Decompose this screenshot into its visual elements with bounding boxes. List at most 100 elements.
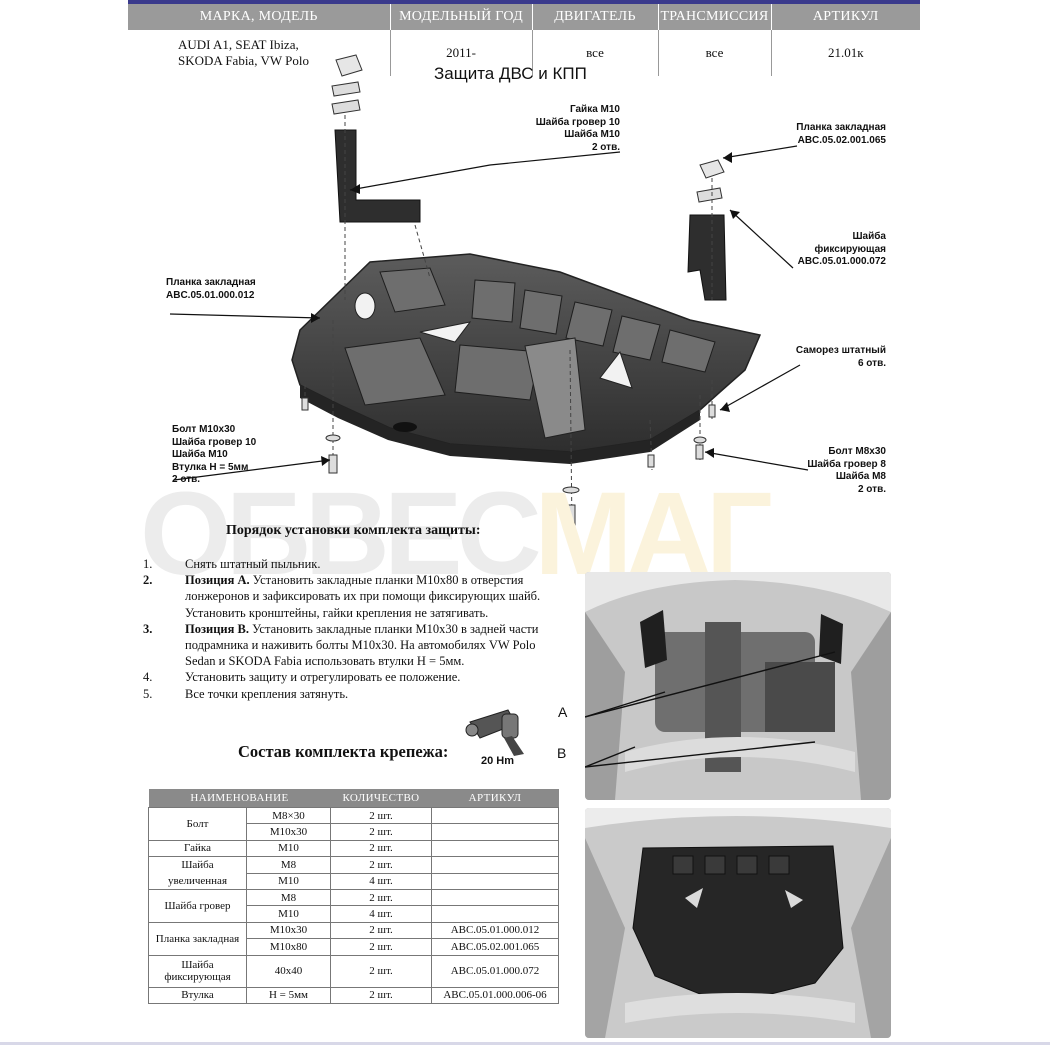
part-size: М10 [246, 872, 331, 890]
part-qty: 4 шт. [330, 872, 432, 890]
col-transmission: ТРАНСМИССИЯ [658, 4, 772, 30]
install-photo-bottom [585, 808, 891, 1038]
callout-line: Шайба гровер 8 [807, 458, 886, 470]
bracket-right [687, 214, 727, 301]
col-model: МАРКА, МОДЕЛЬ [128, 4, 391, 30]
callout-line: Втулка Н = 5мм [172, 461, 249, 473]
part-article [431, 806, 559, 825]
part-size: Н = 5мм [246, 986, 331, 1004]
part-size: 40х40 [246, 954, 331, 988]
callout-line: Болт М8х30 [828, 446, 886, 457]
table-row: Гайка М10 2 шт. [148, 839, 559, 858]
callout-line: Шайба М10 [564, 129, 620, 140]
table-row: Шайба М8 2 шт. [148, 856, 559, 874]
callout-line: ABC.05.01.000.072 [797, 256, 886, 267]
step-position: Позиция А. [185, 573, 250, 588]
part-qty: 2 шт. [330, 839, 432, 858]
part-name: Планка закладная [148, 921, 247, 956]
watermark-part: ОБВЕС [140, 468, 540, 600]
table-row: Планка закладная М10х30 2 шт. ABC.05.01.… [148, 921, 559, 956]
part-article [431, 856, 559, 874]
callout-line: Шайба гровер 10 [172, 436, 257, 448]
position-b-label: B [557, 745, 567, 761]
step-number: 1. [143, 557, 153, 571]
bracket-left [334, 129, 421, 223]
step-text: Установить защиту и отрегулировать ее по… [185, 670, 461, 685]
parts-table: НАИМЕНОВАНИЕ КОЛИЧЕСТВО АРТИКУЛ Болт М8×… [148, 789, 559, 1004]
exploded-diagram [169, 54, 809, 531]
callout-line: Саморез штатный [795, 345, 886, 356]
table-row: увеличенная М10 4 шт. [148, 872, 559, 890]
callout-line: Болт М10х30 [172, 424, 236, 435]
part-name: увеличенная [148, 873, 247, 890]
step-number: 3. [143, 621, 153, 636]
diagram-title: Защита ДВС и КПП [434, 64, 587, 83]
part-qty: 2 шт. [330, 938, 432, 956]
part-size: М10х30 [246, 921, 331, 940]
install-step: 2. Позиция А. Установить закладные планки… [143, 572, 563, 621]
top-rule [128, 0, 920, 4]
callout-line: Шайба М8 [835, 471, 886, 482]
part-size: М10х80 [246, 938, 331, 956]
bottom-rule [0, 1042, 1050, 1045]
step-number: 5. [143, 686, 153, 701]
part-article [431, 872, 559, 890]
torque-label: 20 Hm [481, 755, 515, 767]
part-name: Гайка [148, 839, 247, 858]
install-step: 1. Снять штатный пыльник. [143, 556, 563, 572]
position-a-label: A [558, 704, 568, 720]
install-step: 4. Установить защиту и отрегулировать ее … [143, 669, 563, 685]
spec-header-table: МАРКА, МОДЕЛЬ МОДЕЛЬНЫЙ ГОД ДВИГАТЕЛЬ ТР… [128, 4, 920, 76]
callout-line: 2 отв. [172, 474, 201, 485]
callout-bolt-m10: Болт М10х30 Шайба гровер 10 Шайба М10 Вт… [172, 424, 256, 487]
parts-col-name: НАИМЕНОВАНИЕ [148, 789, 331, 808]
callout-line: 6 отв. [857, 357, 886, 369]
part-article: ABC.05.01.000.012 [431, 921, 559, 940]
part-qty: 2 шт. [330, 921, 432, 940]
model-line: AUDI A1, SEAT Ibiza, [178, 37, 299, 52]
part-name: Шайба [148, 856, 247, 874]
step-text: Установить закладные планки М10х30 в зад… [185, 621, 539, 669]
part-size: М8 [246, 888, 331, 907]
callout-line: Шайба [852, 231, 887, 242]
part-qty: 2 шт. [330, 806, 432, 825]
callout-line: ABC.05.01.000.012 [166, 289, 255, 301]
part-size: М8×30 [246, 806, 331, 825]
col-year: МОДЕЛЬНЫЙ ГОД [390, 4, 533, 30]
part-article [431, 839, 559, 858]
table-row: Шайба фиксирующая 40х40 2 шт. ABC.05.01.… [148, 954, 559, 988]
step-text: Снять штатный пыльник. [185, 557, 321, 571]
step-number: 2. [143, 573, 153, 588]
part-name: Болт [148, 807, 247, 841]
article-cell: 21.01к [827, 45, 864, 60]
model-line: SKODA Fabia, VW Polo [178, 53, 309, 68]
step-position: Позиция В. [185, 621, 249, 636]
transmission-cell: все [658, 30, 772, 76]
part-article [431, 905, 559, 923]
step-text: Все точки крепления затянуть. [185, 686, 349, 701]
callout-line: фиксирующая [814, 243, 886, 255]
part-article: ABC.05.02.001.065 [431, 938, 559, 956]
kit-title: Состав комплекта крепежа: [238, 742, 449, 761]
callout-washer-fix: Шайба фиксирующая ABC.05.01.000.072 [760, 231, 886, 269]
part-size: М10х30 [246, 823, 331, 841]
part-qty: 4 шт. [330, 905, 432, 923]
callout-line: Планка закладная [166, 277, 256, 288]
part-article: ABC.05.01.000.006-06 [431, 986, 559, 1004]
table-row: Шайба гровер М8 2 шт. [148, 888, 559, 923]
callout-line: Шайба гровер 10 [535, 116, 620, 128]
part-qty: 2 шт. [330, 954, 432, 988]
year-cell: 2011- [390, 30, 533, 76]
part-size: М10 [246, 839, 331, 858]
part-size: М8 [246, 856, 331, 874]
step-number: 4. [143, 670, 153, 685]
part-qty: 2 шт. [330, 823, 432, 841]
callout-line: 2 отв. [591, 141, 620, 153]
engine-cell: все [532, 30, 659, 76]
install-photo-top [585, 572, 891, 800]
part-article [431, 823, 559, 841]
step-text: Установить закладные планки М10х80 в отв… [185, 573, 541, 620]
parts-col-qty: КОЛИЧЕСТВО [330, 789, 432, 808]
install-title: Порядок установки комплекта защиты: [226, 523, 481, 538]
callout-line: Планка закладная [796, 122, 886, 133]
